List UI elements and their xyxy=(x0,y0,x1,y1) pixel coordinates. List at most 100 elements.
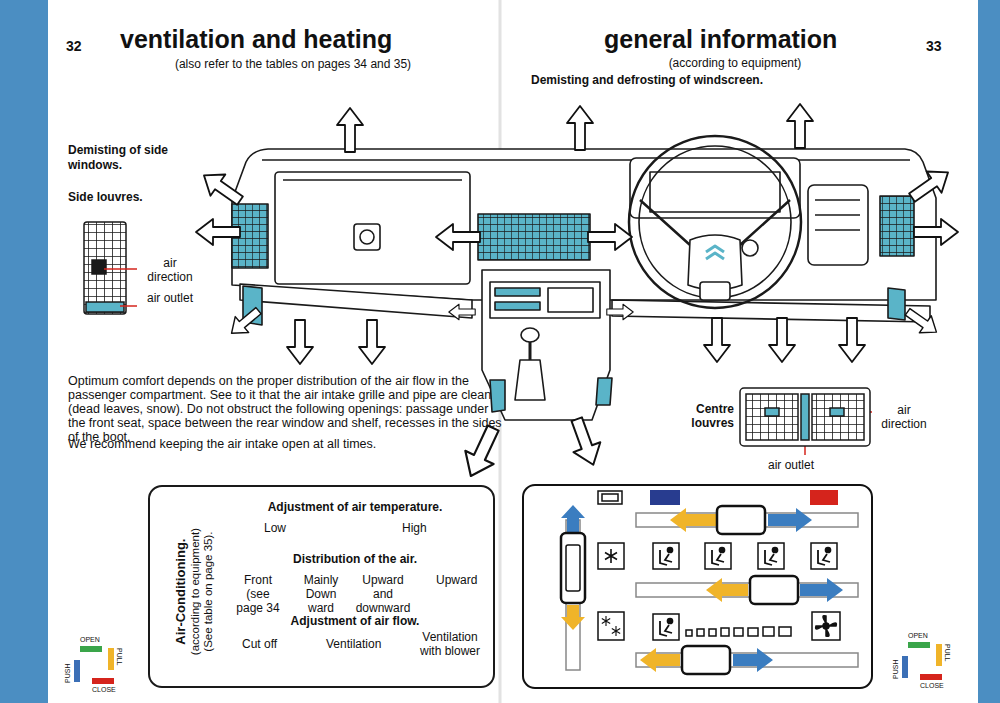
control-panel-box xyxy=(566,545,580,591)
section-heading: Centre louvres xyxy=(676,402,734,430)
control-panel-box xyxy=(660,547,673,565)
legend-swatch xyxy=(908,642,930,648)
table-heading: Adjustment of air flow. xyxy=(250,614,460,628)
control-panel-box xyxy=(811,543,837,569)
dashboard xyxy=(612,300,930,322)
airflow-arrow xyxy=(704,318,730,362)
airflow-arrow xyxy=(769,318,795,362)
control-panel-box xyxy=(523,485,872,688)
body-text: We recommend keeping the air intake open… xyxy=(68,437,376,452)
dashboard xyxy=(529,342,532,360)
control-panel-box xyxy=(598,491,622,504)
control-panel-box xyxy=(705,543,731,569)
control-panel-box xyxy=(734,628,743,636)
control-panel-box xyxy=(709,629,716,636)
side-louvre xyxy=(84,222,126,314)
legend-text: CLOSE xyxy=(92,686,116,694)
control-panel-box xyxy=(561,605,585,630)
control-panel-box xyxy=(816,616,837,637)
airflow-arrow xyxy=(196,219,240,245)
legend-text: OPEN xyxy=(80,636,100,644)
airflow-arrow xyxy=(359,320,385,364)
table-cell: Upward and downward xyxy=(352,573,414,615)
control-panel-box xyxy=(712,547,725,565)
side-louvre xyxy=(84,222,126,314)
centre-louvre xyxy=(740,388,870,446)
table-cell: Ventilation with blower xyxy=(412,630,488,658)
airflow-arrow xyxy=(449,304,475,320)
airflow-arrow xyxy=(787,104,813,148)
subtitle: (according to equipment) xyxy=(640,56,830,70)
page-number: 32 xyxy=(66,38,82,55)
control-panel-box xyxy=(765,547,778,565)
control-panel-box xyxy=(717,506,765,534)
dashboard xyxy=(240,284,472,318)
dashboard xyxy=(354,224,380,250)
body-text: Optimum comfort depends on the proper di… xyxy=(68,374,503,444)
dashboard xyxy=(548,288,593,312)
airflow-arrow xyxy=(225,303,265,342)
control-panel-box xyxy=(653,614,679,640)
table-cell: Mainly Down ward xyxy=(296,573,346,615)
legend-swatch xyxy=(92,678,114,684)
airflow-arrow xyxy=(839,318,865,362)
dashboard xyxy=(706,246,724,259)
control-panel-box xyxy=(653,543,679,569)
control-panel-box xyxy=(779,627,791,636)
airflow-arrow xyxy=(902,303,943,340)
legend-swatch xyxy=(74,660,80,682)
subtitle: (also refer to the tables on pages 34 an… xyxy=(148,57,438,71)
airflow-arrow xyxy=(567,106,593,150)
control-panel-box xyxy=(818,547,831,565)
table-cell: Ventilation xyxy=(326,637,381,651)
airflow-arrow xyxy=(563,414,606,469)
section-heading: Demisting of side windows. xyxy=(68,143,188,173)
control-panel-box xyxy=(811,543,837,569)
part-label: air outlet xyxy=(140,291,200,305)
dashboard xyxy=(700,282,730,300)
control-panel-box xyxy=(561,533,585,603)
section-heading: Demisting and defrosting of windscreen. xyxy=(531,73,763,87)
dashboard xyxy=(275,172,470,284)
side-louvre xyxy=(86,302,124,312)
centre-louvre xyxy=(765,408,779,416)
airflow-arrow xyxy=(905,162,956,209)
dashboard xyxy=(808,185,868,265)
vertical-heading: Air-Conditioning.(according to equipment… xyxy=(173,517,216,667)
legend-text: PULL xyxy=(115,648,123,666)
dashboard xyxy=(478,214,590,260)
control-panel-box xyxy=(812,612,840,640)
airflow-arrow xyxy=(436,224,480,250)
control-panel-box xyxy=(598,612,624,640)
centre-louvre xyxy=(746,394,798,440)
table-cell: Low xyxy=(264,521,286,535)
airflow-arrow xyxy=(287,320,313,364)
part-label: air outlet xyxy=(768,458,814,472)
airflow-arrow xyxy=(197,165,248,212)
control-panel-box xyxy=(660,618,673,636)
control-panel-box xyxy=(705,543,731,569)
control-panel-box xyxy=(733,648,773,672)
control-panel-box xyxy=(640,648,680,672)
dashboard xyxy=(495,288,540,296)
table-cell: Upward xyxy=(436,573,477,587)
control-panel-box xyxy=(697,629,704,636)
table-cell: Front (see page 34 xyxy=(232,573,284,615)
dashboard xyxy=(815,200,860,230)
dashboard xyxy=(283,179,462,181)
control-panel-box xyxy=(763,627,774,636)
section-heading: Side louvres. xyxy=(68,190,143,204)
leader-line xyxy=(120,305,137,307)
page-ground xyxy=(48,0,978,703)
centre-louvre xyxy=(830,408,844,416)
airflow-arrow xyxy=(607,304,633,320)
part-label: air direction xyxy=(874,403,934,431)
dashboard xyxy=(888,288,905,320)
control-panel-box xyxy=(810,490,838,505)
legend-swatch xyxy=(108,648,114,670)
control-panel-box xyxy=(721,628,729,636)
control-panel-box xyxy=(670,508,716,532)
leader-line xyxy=(104,268,137,270)
